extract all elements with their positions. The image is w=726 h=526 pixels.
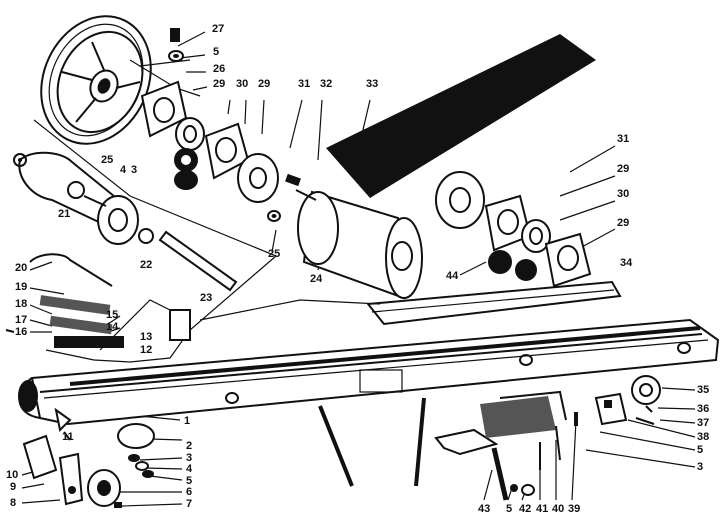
callout-c25a: 25: [268, 248, 280, 260]
callout-c42: 42: [519, 503, 531, 515]
callout-c41: 41: [536, 503, 548, 515]
callout-c36: 36: [697, 403, 709, 415]
callout-c17: 17: [15, 314, 27, 326]
callout-c44: 44: [446, 270, 459, 282]
callout-c13: 13: [140, 331, 152, 343]
belt-guard: [366, 280, 622, 326]
callout-c24: 24: [310, 273, 323, 285]
callout-c39: 39: [568, 503, 580, 515]
callout-c7: 7: [186, 498, 192, 510]
callout-c34: 34: [620, 257, 633, 269]
callout-c4b: 4: [186, 463, 193, 475]
top-small-parts: [168, 28, 184, 62]
callout-c31a: 31: [298, 78, 310, 90]
callout-c29b: 29: [258, 78, 270, 90]
lower-left-parts: [22, 423, 155, 508]
callout-c12: 12: [140, 344, 152, 356]
conveyor-belt: [326, 34, 596, 198]
callout-c9: 9: [10, 481, 16, 493]
callout-c20: 20: [15, 262, 27, 274]
callout-c29a: 29: [213, 78, 225, 90]
callout-c3a: 3: [131, 164, 137, 176]
callout-c3c: 3: [186, 452, 192, 464]
drive-pulley: [40, 15, 152, 145]
callout-c31b: 31: [617, 133, 629, 145]
callout-c35: 35: [697, 384, 709, 396]
callout-c15: 15: [106, 309, 118, 321]
callout-c8: 8: [10, 497, 16, 509]
leader-lines: [21, 31, 696, 507]
callout-c30b: 30: [617, 188, 629, 200]
callout-c29d: 29: [617, 217, 629, 229]
callout-c27a: 27: [212, 23, 224, 35]
callout-c22: 22: [140, 259, 152, 271]
callout-c40: 40: [552, 503, 564, 515]
callout-c3b: 3: [697, 461, 703, 473]
callout-c16: 16: [15, 326, 27, 338]
callout-c1: 1: [184, 415, 190, 427]
callout-c4a: 4: [120, 164, 127, 176]
callout-c30a: 30: [236, 78, 248, 90]
callout-c19: 19: [15, 281, 27, 293]
right-bearing-group: [435, 171, 592, 288]
callout-c21: 21: [58, 208, 70, 220]
callout-c38: 38: [697, 431, 709, 443]
callout-c5a: 5: [213, 46, 219, 58]
drive-belt-and-shaft: [13, 151, 238, 292]
left-bearing-group: [140, 80, 301, 203]
callout-c33: 33: [366, 78, 378, 90]
callout-c5b: 5: [697, 444, 703, 456]
callout-c32: 32: [320, 78, 332, 90]
callout-c6: 6: [186, 486, 192, 498]
callout-c10: 10: [6, 469, 18, 481]
callout-c11: 11: [62, 431, 74, 443]
callout-c26: 26: [213, 63, 225, 75]
chain-parts: [5, 253, 191, 348]
callout-c29c: 29: [617, 163, 629, 175]
conveyor-frame: [18, 318, 720, 487]
callout-c14: 14: [106, 321, 119, 333]
drum-roller: [267, 189, 423, 300]
lower-right-parts: [434, 375, 661, 501]
callout-c2: 2: [186, 440, 192, 452]
callout-c37: 37: [697, 417, 709, 429]
callout-c5d: 5: [506, 503, 512, 515]
callout-c18: 18: [15, 298, 27, 310]
callout-c23: 23: [200, 292, 212, 304]
callout-c5c: 5: [186, 475, 192, 487]
callout-c43: 43: [478, 503, 490, 515]
callout-c25b: 25: [101, 154, 113, 166]
